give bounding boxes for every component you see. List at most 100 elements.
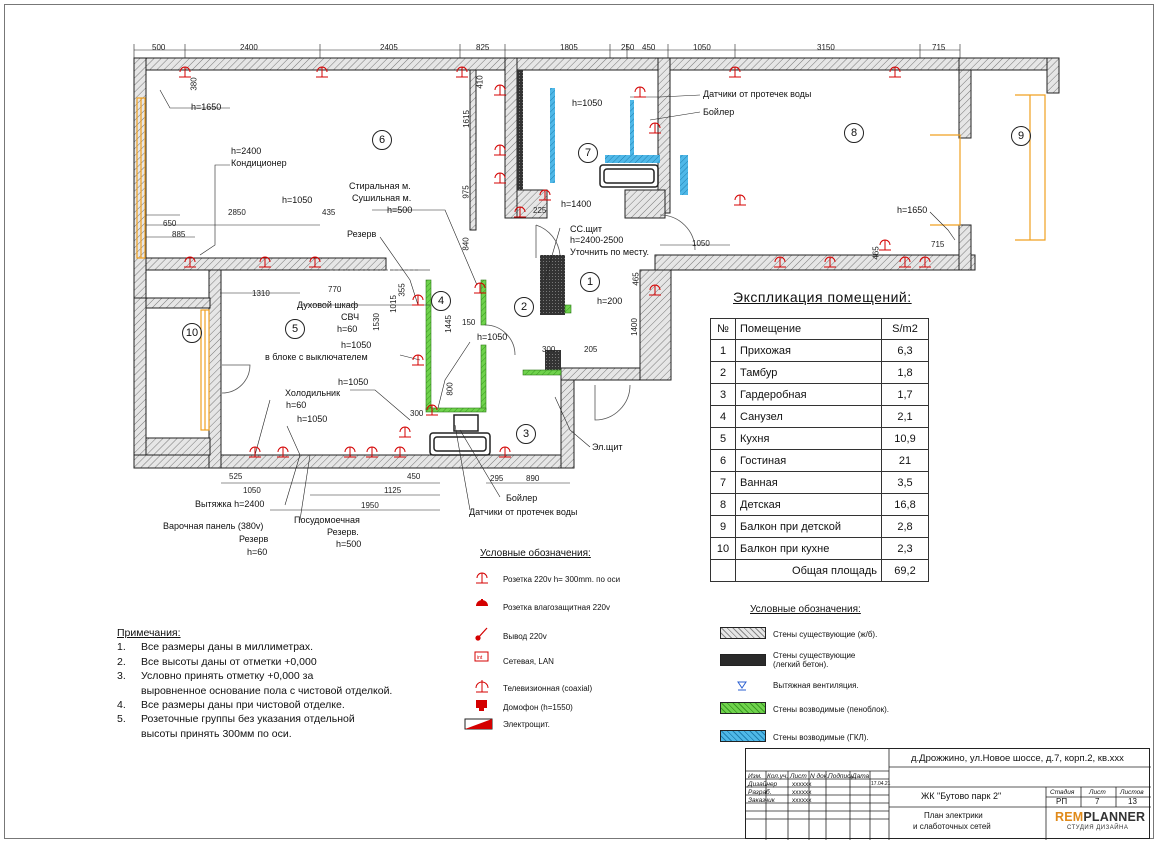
row-area: 6,3	[881, 339, 929, 362]
tb-col-ndok: N док.	[810, 773, 829, 780]
socket-icon	[919, 256, 931, 268]
tb-stage: РП	[1056, 797, 1068, 806]
tb-role-razrab: Разраб.	[748, 789, 772, 796]
row-area: 1,8	[881, 361, 929, 384]
label-h1050-d: h=1050	[297, 414, 328, 424]
label-ac-height: h=2400	[231, 146, 262, 156]
socket-icon	[729, 66, 741, 78]
room-number-3: 3	[516, 424, 536, 444]
svg-text:int: int	[477, 655, 483, 661]
row-number: 8	[710, 493, 736, 516]
room-number-5: 5	[285, 319, 305, 339]
note-item: 4.Все размеры даны при чистовой отделке.	[117, 698, 392, 712]
room-number-8: 8	[844, 123, 864, 143]
label-el-shield: Эл.щит	[592, 442, 623, 452]
room-number-1: 1	[580, 272, 600, 292]
tb-col-podpis: Подпись	[828, 773, 854, 780]
light-concrete-walls	[517, 70, 565, 370]
tb-date: 17.04.21	[871, 781, 891, 787]
label-h1050-a: h=1050	[282, 195, 313, 205]
label-h60-b: h=60	[286, 400, 307, 410]
dim-1400: 1400	[629, 318, 639, 336]
dim-525: 525	[229, 472, 243, 481]
sheet-frame	[4, 4, 1154, 839]
dim-410: 410	[475, 75, 485, 89]
label-h500-a: h=500	[387, 205, 413, 215]
legend-icons: int	[464, 572, 747, 730]
legend-intercom: Домофон (h=1550)	[503, 703, 573, 712]
socket-icon	[889, 66, 901, 78]
legend-electric-title: Условные обозначения:	[480, 548, 591, 559]
tb-name-razrab: хxxxxx	[792, 789, 812, 796]
dim-top-10: 715	[932, 43, 946, 52]
socket-icon	[899, 256, 911, 268]
row-number: 2	[710, 361, 736, 384]
socket-icon	[309, 256, 321, 268]
dim-355: 355	[397, 283, 407, 297]
row-area: 2,3	[881, 537, 929, 560]
total-empty-cell	[710, 559, 736, 582]
dim-top-7: 450	[642, 43, 656, 52]
col-header-room: Помещение	[735, 318, 882, 340]
title-block: Изм. Кол.уч. Лист N док. Подпись Дата Ди…	[745, 748, 1151, 840]
dim-885: 885	[172, 230, 186, 239]
socket-icon	[179, 66, 191, 78]
title-block-grid	[746, 749, 1151, 840]
legend-output-220v: Вывод 220v	[503, 632, 547, 641]
note-number: 2.	[117, 655, 126, 668]
legend-existing-rc: Стены существующие (ж/б).	[773, 630, 878, 639]
tb-role-designer: Дизайнер	[748, 781, 778, 788]
tb-name-zakazchik: хxxxxx	[792, 797, 812, 804]
row-number: 4	[710, 405, 736, 428]
legend-electrical-panel: Электрощит.	[503, 720, 550, 729]
dim-450: 450	[407, 472, 421, 481]
note-item: 1.Все размеры даны в миллиметрах.	[117, 640, 392, 654]
row-room: Санузел	[735, 405, 882, 428]
row-number: 6	[710, 449, 736, 472]
room-number-4: 4	[431, 291, 451, 311]
socket-icon	[399, 426, 411, 438]
socket-icon	[184, 256, 196, 268]
row-room: Гардеробная	[735, 383, 882, 406]
tb-sheet-title-1: План электрики	[924, 811, 983, 820]
dim-225: 225	[533, 206, 547, 215]
swatch-gkl	[720, 730, 766, 742]
legend-light-concrete: Стены существующие (легкий бетон).	[773, 651, 856, 670]
dim-1530: 1530	[371, 313, 381, 331]
notes-block: Примечания: 1.Все размеры даны в миллиме…	[117, 626, 392, 741]
dim-650: 650	[163, 219, 177, 228]
swatch-existing-rc	[720, 627, 766, 639]
dim-1310: 1310	[252, 289, 270, 298]
socket-icon	[259, 256, 271, 268]
dim-top-2: 2400	[240, 43, 258, 52]
socket-icon	[494, 84, 506, 96]
col-header-area: S/m2	[881, 318, 929, 340]
dim-770: 770	[328, 285, 342, 294]
notes-title: Примечания:	[117, 627, 181, 639]
tb-col-list: Лист	[790, 773, 807, 780]
socket-icon	[394, 446, 406, 458]
label-h200: h=200	[597, 296, 623, 306]
label-hood: Вытяжка h=2400	[195, 499, 265, 509]
label-fridge: Холодильник	[285, 388, 341, 398]
socket-icon	[879, 239, 891, 251]
note-text: Условно принять отметку +0,000 за	[141, 670, 314, 683]
label-h1050-f: h=1050	[477, 332, 508, 342]
row-area: 16,8	[881, 493, 929, 516]
label-h1650-a: h=1650	[191, 102, 222, 112]
swatch-light-concrete	[720, 654, 766, 666]
room-number-7: 7	[578, 143, 598, 163]
socket-icon	[366, 446, 378, 458]
label-h60-c: h=60	[247, 547, 268, 557]
table-header-row: № Помещение S/m2	[710, 318, 929, 340]
room-number-6: 6	[372, 130, 392, 150]
note-text: Все размеры даны в миллиметрах.	[141, 641, 314, 654]
dim-1015: 1015	[388, 295, 398, 313]
